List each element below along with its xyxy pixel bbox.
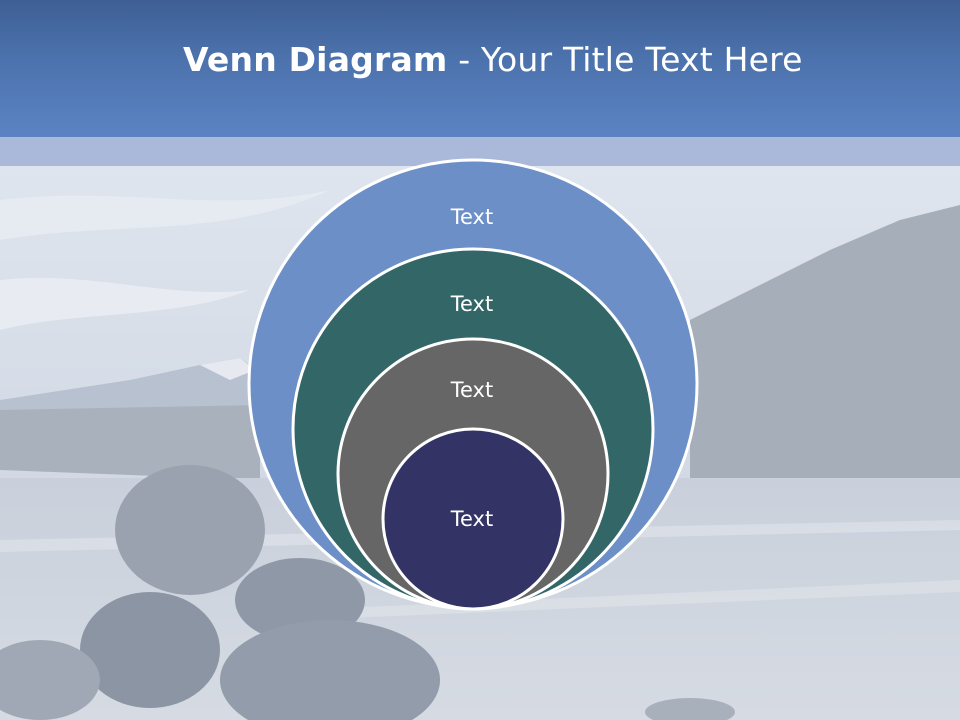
title-bar <box>0 0 960 137</box>
venn-label-1: Text <box>450 205 493 229</box>
slide-title-bold: Venn Diagram <box>183 40 448 79</box>
venn-label-2: Text <box>450 292 493 316</box>
venn-circle-4 <box>381 427 565 611</box>
slide-title: Venn Diagram - Your Title Text Here <box>183 40 803 79</box>
venn-label-4: Text <box>450 507 493 531</box>
venn-label-3: Text <box>450 378 493 402</box>
slide-title-rest: - Your Title Text Here <box>447 40 803 79</box>
